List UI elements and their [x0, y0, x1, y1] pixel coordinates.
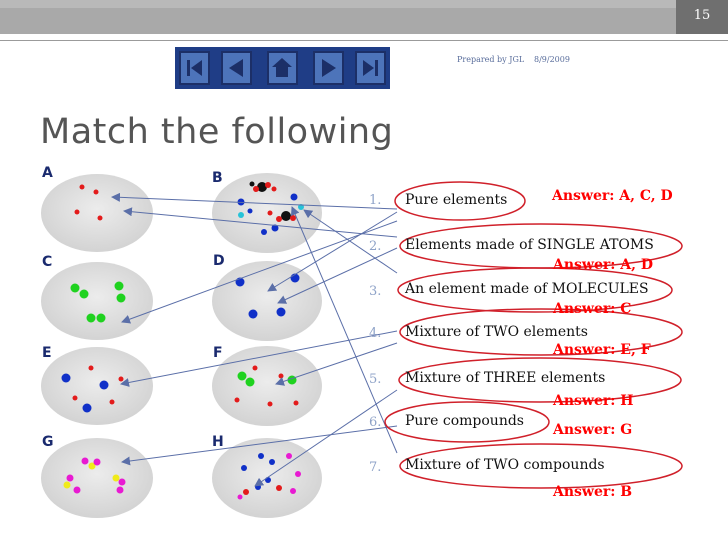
- header-rule-right: [432, 40, 728, 41]
- slide-number: 15: [693, 8, 711, 23]
- item-text-5: Mixture of THREE elements: [405, 370, 606, 386]
- panel-label-g: G: [42, 434, 54, 450]
- next-slide-icon: [322, 59, 336, 77]
- matching-arrows: [111, 192, 398, 487]
- first-slide-icon: [187, 60, 202, 76]
- particles-b: [237, 181, 304, 235]
- panel-label-c: C: [42, 254, 53, 270]
- previous-slide-button[interactable]: [221, 51, 252, 85]
- answer-2: Answer: A, D: [553, 257, 654, 273]
- header-rule: [0, 40, 676, 41]
- next-slide-button[interactable]: [313, 51, 344, 85]
- item-number-5: 5.: [369, 372, 382, 387]
- first-slide-button[interactable]: [179, 51, 210, 85]
- panel-label-e: E: [42, 345, 52, 361]
- plate-g: [41, 438, 153, 518]
- item-text-4: Mixture of TWO elements: [405, 324, 588, 340]
- item-number-6: 6.: [369, 415, 382, 430]
- plate-d: [212, 261, 322, 341]
- particles-c: [70, 281, 126, 323]
- answer-5: Answer: H: [553, 393, 634, 409]
- navigation-bar: [175, 47, 390, 89]
- answer-6: Answer: G: [553, 422, 633, 438]
- particles-g: [63, 457, 126, 494]
- plate-c: [41, 262, 153, 340]
- answer-3: Answer: C: [553, 301, 632, 317]
- particles-a: [74, 184, 103, 221]
- panel-label-a: A: [42, 165, 53, 181]
- item-number-3: 3.: [369, 284, 382, 299]
- top-bar-band: [0, 8, 676, 34]
- last-slide-button[interactable]: [355, 51, 386, 85]
- footer-prepared-by: Prepared by JGL: [457, 55, 525, 64]
- answer-circles: [384, 181, 683, 489]
- plate-a: [41, 174, 153, 252]
- item-text-7: Mixture of TWO compounds: [405, 457, 605, 473]
- answer-4: Answer: E, F: [553, 342, 651, 358]
- footer-date: 8/9/2009: [534, 55, 570, 64]
- item-text-2: Elements made of SINGLE ATOMS: [405, 237, 654, 253]
- plate-f: [212, 346, 322, 426]
- home-button[interactable]: [267, 51, 298, 85]
- item-number-2: 2.: [369, 239, 382, 254]
- answer-7: Answer: B: [553, 484, 633, 500]
- item-number-1: 1.: [369, 193, 382, 208]
- panel-label-b: B: [212, 170, 223, 186]
- item-number-7: 7.: [369, 460, 382, 475]
- item-number-4: 4.: [369, 326, 382, 341]
- previous-slide-icon: [229, 59, 243, 77]
- plate-b: [212, 173, 322, 253]
- panel-label-d: D: [213, 253, 225, 269]
- item-text-3: An element made of MOLECULES: [405, 281, 649, 297]
- plate-e: [41, 347, 153, 425]
- panel-label-h: H: [212, 434, 224, 450]
- slide-number-box: [676, 0, 728, 34]
- answer-1: Answer: A, C, D: [552, 188, 673, 204]
- home-icon: [272, 58, 292, 77]
- particles-h: [237, 453, 301, 500]
- item-text-6: Pure compounds: [405, 413, 524, 429]
- item-text-1: Pure elements: [405, 192, 508, 208]
- page-title: Match the following: [40, 112, 394, 152]
- last-slide-icon: [363, 60, 378, 76]
- panel-label-f: F: [213, 345, 223, 361]
